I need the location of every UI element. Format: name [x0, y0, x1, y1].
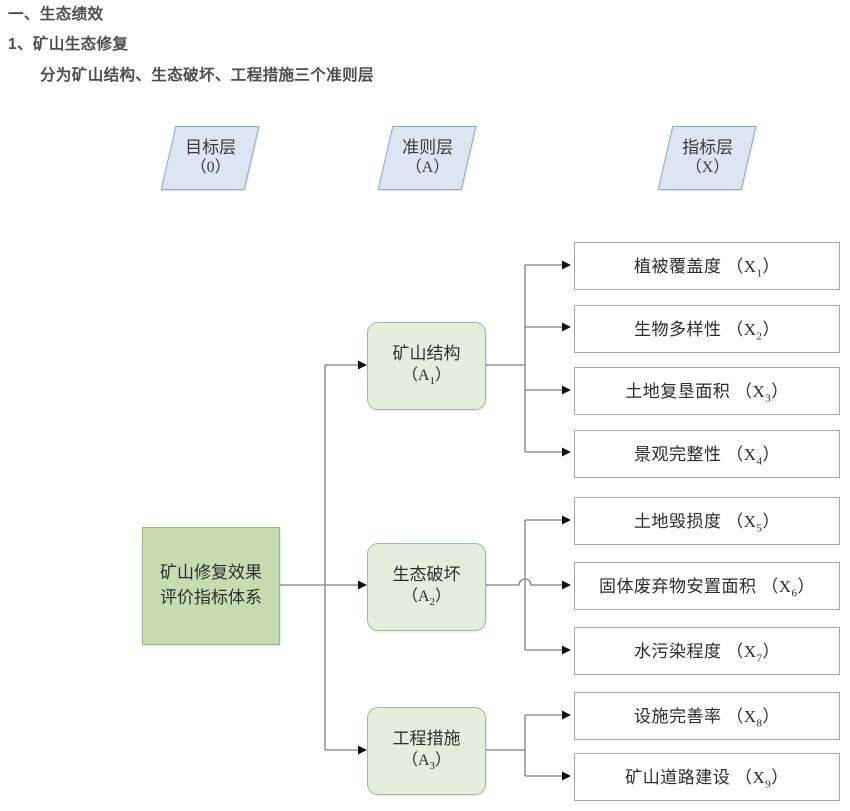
- indicator-box-x5[interactable]: 土地毁损度 （X5）: [574, 497, 840, 545]
- goal-layer-header-code: （0）: [189, 159, 230, 177]
- indicator-box-x3[interactable]: 土地复垦面积 （X3）: [574, 367, 840, 415]
- indicator-box-x9-label: 矿山道路建设 （X9）: [625, 768, 789, 791]
- indicator-box-x2[interactable]: 生物多样性 （X2）: [574, 305, 840, 353]
- criteria-box-a2-code: （A2）: [401, 588, 452, 609]
- indicator-box-x7[interactable]: 水污染程度 （X7）: [574, 627, 840, 675]
- goal-layer-header-title: 目标层: [184, 138, 236, 158]
- criteria-box-a3[interactable]: 工程措施 （A3）: [367, 707, 486, 795]
- criteria-box-a2[interactable]: 生态破坏 （A2）: [367, 543, 486, 631]
- indicator-box-x1[interactable]: 植被覆盖度 （X1）: [574, 242, 840, 290]
- indicator-layer-header: 指标层 （X）: [657, 126, 757, 190]
- indicator-box-x4-label: 景观完整性 （X4）: [633, 445, 781, 468]
- indicator-box-x2-label: 生物多样性 （X2）: [633, 320, 781, 343]
- indicator-box-x4[interactable]: 景观完整性 （X4）: [574, 430, 840, 478]
- criteria-box-a1-label: 矿山结构: [392, 343, 461, 363]
- indicator-box-x6[interactable]: 固体废弃物安置面积 （X6）: [574, 562, 840, 610]
- goal-box-label: 矿山修复效果评价指标体系: [160, 563, 262, 607]
- indicator-box-x9[interactable]: 矿山道路建设 （X9）: [574, 753, 840, 801]
- criteria-box-a1-code: （A1）: [401, 367, 452, 388]
- indicator-box-x3-label: 土地复垦面积 （X3）: [625, 382, 789, 405]
- indicator-layer-header-title: 指标层: [681, 138, 733, 158]
- indicator-box-x7-label: 水污染程度 （X7）: [633, 642, 781, 665]
- indicator-box-x8[interactable]: 设施完善率 （X8）: [574, 692, 840, 740]
- criteria-box-a1[interactable]: 矿山结构 （A1）: [367, 322, 486, 410]
- criteria-box-a2-label: 生态破坏: [392, 564, 461, 584]
- indicator-box-x1-label: 植被覆盖度 （X1）: [633, 257, 781, 280]
- edge-a2-stem: [484, 578, 571, 590]
- indicator-box-x8-label: 设施完善率 （X8）: [633, 707, 781, 730]
- criteria-layer-header: 准则层 （A）: [377, 126, 477, 190]
- heading-subsection-title: 1、矿山生态修复: [8, 36, 129, 53]
- criteria-box-a3-code: （A3）: [401, 752, 452, 773]
- indicator-box-x6-label: 固体废弃物安置面积 （X6）: [598, 577, 816, 600]
- criteria-layer-header-code: （A）: [405, 159, 449, 177]
- goal-layer-header: 目标层 （0）: [160, 126, 260, 190]
- criteria-box-a3-label: 工程措施: [392, 728, 461, 748]
- indicator-layer-header-code: （X）: [685, 159, 729, 177]
- indicator-box-x5-label: 土地毁损度 （X5）: [633, 512, 781, 535]
- criteria-layer-header-title: 准则层: [401, 138, 453, 158]
- heading-section-title: 一、生态绩效: [8, 6, 104, 23]
- goal-box[interactable]: 矿山修复效果评价指标体系: [142, 527, 280, 645]
- heading-description: 分为矿山结构、生态破坏、工程措施三个准则层: [40, 67, 374, 84]
